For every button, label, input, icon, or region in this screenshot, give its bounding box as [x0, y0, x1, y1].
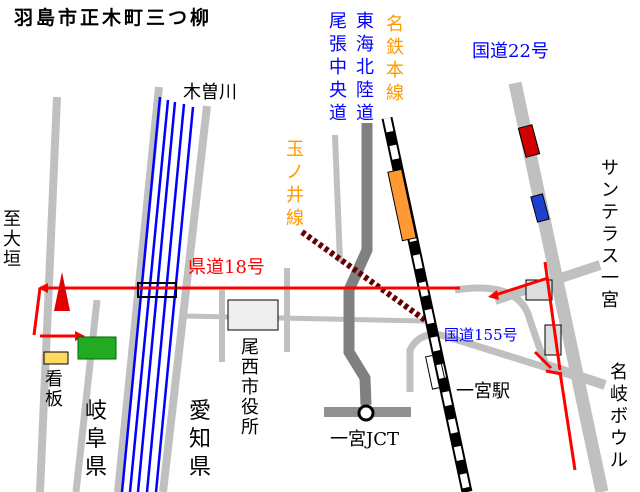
label-to-ogaki: 至大垣	[3, 209, 21, 270]
train-icon	[387, 168, 417, 242]
landmark-cone-icon	[54, 272, 70, 311]
river-bank-right	[159, 105, 211, 492]
road-east-west	[184, 313, 426, 324]
label-bisai-city-hall: 尾西市役所	[241, 337, 259, 438]
label-tokai-hokuriku-road: 東海北陸道	[356, 11, 374, 124]
map-title: 羽島市正木町三つ柳	[14, 7, 213, 29]
road-left-2	[72, 299, 101, 492]
road-owari-chuo	[332, 134, 343, 263]
label-signboard: 看板	[45, 369, 63, 410]
tamanoi-line	[300, 229, 427, 323]
label-route22: 国道22号	[472, 41, 549, 62]
label-route155: 国道155号	[444, 326, 518, 344]
station-platform	[425, 353, 447, 390]
label-aichi: 愛知県	[188, 399, 211, 480]
label-meitetsu-line: 名鉄本線	[386, 14, 404, 104]
bridge	[137, 282, 177, 298]
route-path	[32, 261, 577, 471]
road-left	[36, 96, 61, 492]
label-meigi-bowl: 名岐ボウル	[610, 362, 628, 471]
label-kiso-river: 木曽川	[183, 82, 237, 103]
tokai-hokuriku-expressway	[343, 123, 373, 406]
route155-road	[406, 331, 606, 392]
label-ichinomiya-station: 一宮駅	[456, 381, 510, 402]
label-tamanoi-line: 玉ノ井線	[286, 139, 304, 229]
ichinomiya-jct-icon	[357, 404, 375, 422]
label-gifu: 岐阜県	[84, 399, 107, 480]
label-prefectural-road-18: 県道18号	[188, 257, 265, 278]
label-owari-chuo-road: 尾張中央道	[329, 11, 347, 124]
label-ichinomiya-jct: 一宮JCT	[330, 429, 399, 450]
arrow-icon	[38, 283, 48, 293]
car-red-icon	[517, 124, 541, 158]
arrow-icon	[488, 290, 499, 300]
label-suntelas-ichinomiya: サンテラス一宮	[601, 158, 619, 311]
city-hall-building-icon	[227, 299, 279, 331]
road-curve-north	[454, 284, 549, 364]
car-blue-icon	[530, 193, 550, 223]
shop-green-building-icon	[77, 336, 117, 360]
signboard-icon	[43, 351, 69, 365]
road-meigi	[543, 360, 607, 390]
